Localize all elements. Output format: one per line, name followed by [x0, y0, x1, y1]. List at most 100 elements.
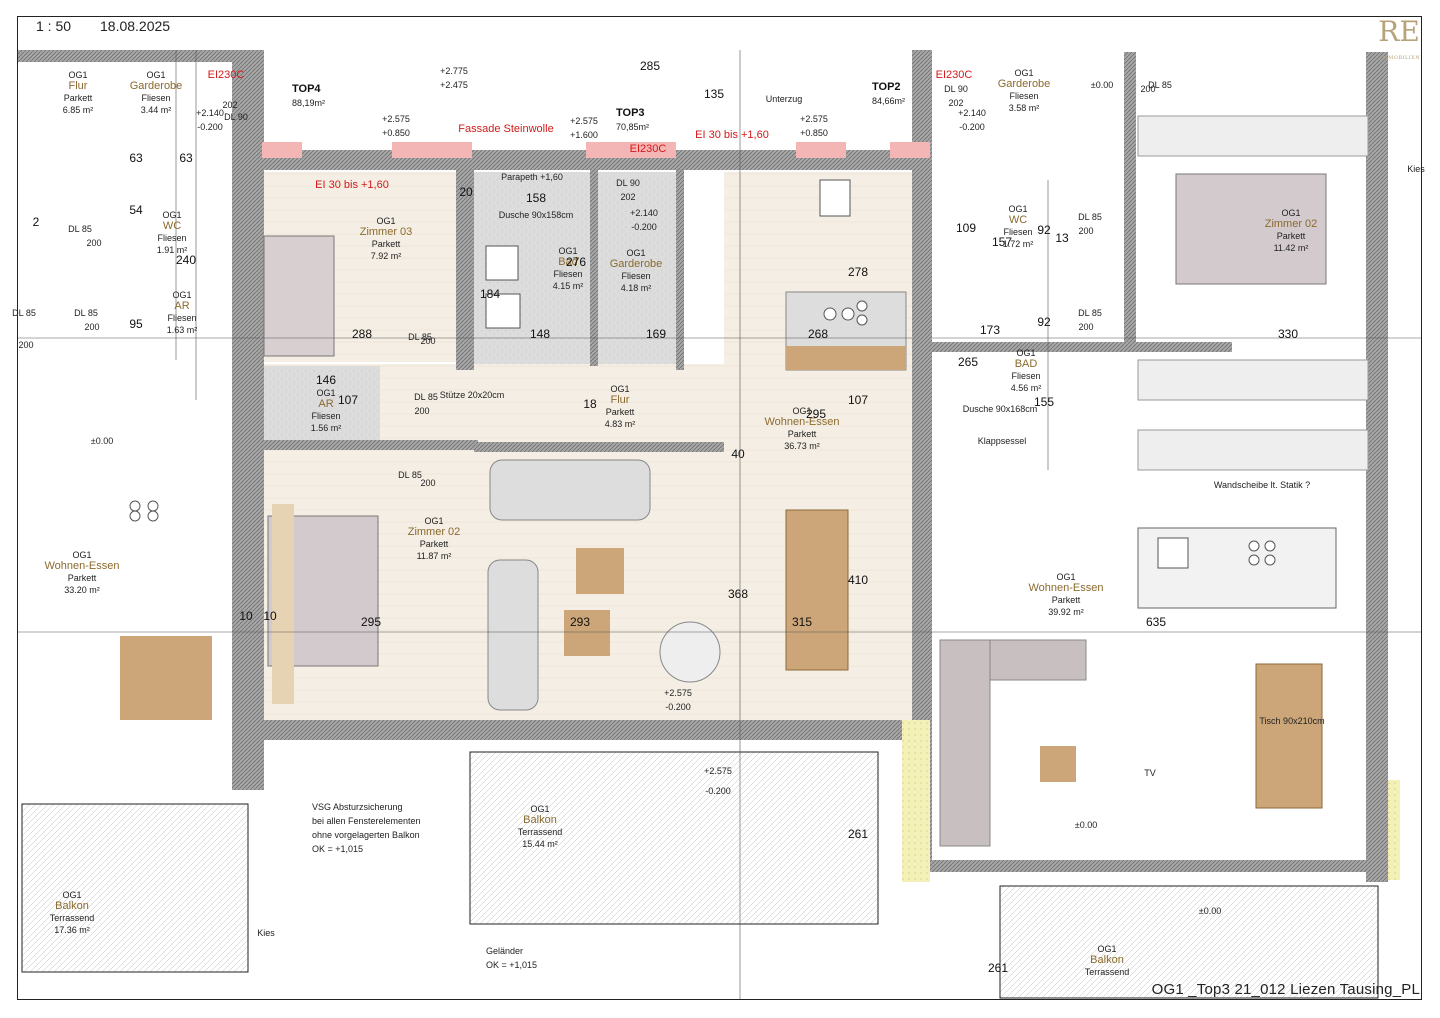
r-bad3-level: OG1 — [558, 246, 577, 256]
r-bad-r-floor: Fliesen — [1011, 371, 1040, 381]
r-bad-r-area: 4.56 m² — [1011, 383, 1042, 393]
r-wc-r-name: WC — [1009, 214, 1027, 226]
r-wohnen-r-area: 39.92 m² — [1048, 607, 1084, 617]
dim-3: 368 — [728, 587, 748, 601]
dim-24: 92 — [1037, 315, 1051, 329]
dim-13: 146 — [316, 373, 336, 387]
unit-area-1: 70,85m² — [616, 122, 649, 132]
r-wc-l-level: OG1 — [162, 210, 181, 220]
fixtures — [129, 179, 1276, 569]
r-wohnen-l-name: Wohnen-Essen — [44, 560, 119, 572]
r-ar3-level: OG1 — [316, 388, 335, 398]
door-9: 200 — [414, 406, 429, 416]
dim-38: 40 — [731, 447, 745, 461]
door-6: DL 85 — [74, 308, 98, 318]
level-1: ±0.00 — [1091, 80, 1113, 90]
door-4: DL 85 — [68, 224, 92, 234]
r-wohnen-r-name: Wohnen-Essen — [1028, 582, 1103, 594]
unit-name-1: TOP3 — [616, 107, 645, 119]
dim-12: 268 — [808, 327, 828, 341]
r-wc-r-floor: Fliesen — [1003, 227, 1032, 237]
door-23: 202 — [620, 192, 635, 202]
r-ar3-name: AR — [318, 398, 333, 410]
dim-15: 107 — [848, 393, 868, 407]
r-zimmer02-r-floor: Parkett — [1277, 231, 1306, 241]
r-wc-l-floor: Fliesen — [157, 233, 186, 243]
r-flur3-level: OG1 — [610, 384, 629, 394]
unit-name-0: TOP4 — [292, 83, 321, 95]
r-wohnen3-area: 36.73 m² — [784, 441, 820, 451]
r-ar-l-name: AR — [174, 300, 189, 312]
r-zimmer03-area: 7.92 m² — [371, 251, 402, 261]
dim-11: 169 — [646, 327, 666, 341]
r-zimmer02-3-level: OG1 — [424, 516, 443, 526]
r-wc-l-name: WC — [163, 220, 181, 232]
insulation — [902, 720, 1400, 882]
r-garderobe-r-floor: Fliesen — [1009, 91, 1038, 101]
dim-30: 240 — [176, 253, 196, 267]
dim-1: 293 — [570, 615, 590, 629]
parapeth-label: Parapeth +1,60 — [501, 172, 563, 182]
dim-0: 295 — [361, 615, 381, 629]
dim-21: 265 — [958, 355, 978, 369]
r-bad3-name: Bad — [558, 256, 578, 268]
dim-27: 54 — [129, 203, 143, 217]
unit-area-0: 88,19m² — [292, 98, 325, 108]
r-balkon-r-floor: Terrassend — [1085, 967, 1130, 977]
r-garderobe-l-level: OG1 — [146, 70, 165, 80]
level-8: +2.140 — [196, 108, 224, 118]
r-balkon3-floor: Terrassend — [518, 827, 563, 837]
dim-40: 10 — [263, 609, 277, 623]
r-wc-r-level: OG1 — [1008, 204, 1027, 214]
r-zimmer03-floor: Parkett — [372, 239, 401, 249]
level-19: -0.200 — [959, 122, 985, 132]
level-15: +0.850 — [800, 128, 828, 138]
door-16: DL 85 — [12, 308, 36, 318]
r-flur-l-name: Flur — [69, 80, 88, 92]
date-label: 18.08.2025 — [100, 18, 171, 34]
door-22: DL 90 — [616, 178, 640, 188]
scale-label: 1 : 50 — [36, 18, 72, 34]
dim-37: 10 — [239, 609, 253, 623]
level-12: +2.575 — [570, 116, 598, 126]
level-13: +1.600 — [570, 130, 598, 140]
walls — [18, 50, 1390, 882]
r-flur-l-floor: Parkett — [64, 93, 93, 103]
door-12: DL 85 — [1078, 308, 1102, 318]
fire-label-2: EI230C — [936, 69, 973, 81]
unterzug-label: Unterzug — [766, 94, 803, 104]
fire-walls — [262, 142, 930, 158]
furniture — [120, 115, 1369, 847]
dim-8: 158 — [526, 191, 546, 205]
r-wohnen-l-level: OG1 — [72, 550, 91, 560]
dim-18: 330 — [1278, 327, 1298, 341]
r-balkon-l-area: 17.36 m² — [54, 925, 90, 935]
dim-34: 261 — [988, 961, 1008, 975]
door-19: 200 — [420, 336, 435, 346]
dim-29: 63 — [179, 151, 193, 165]
dim-41: 2 — [33, 215, 40, 229]
r-zimmer02-r-level: OG1 — [1281, 208, 1300, 218]
r-bad3-floor: Fliesen — [553, 269, 582, 279]
logo-sub: IMMOBILIEN — [1380, 55, 1421, 61]
door-18: DL 85 — [408, 332, 432, 342]
dim-28: 63 — [129, 151, 143, 165]
door-8: DL 85 — [414, 392, 438, 402]
door-2: DL 90 — [944, 84, 968, 94]
balconies — [21, 751, 1379, 999]
r-wohnen-l-area: 33.20 m² — [64, 585, 100, 595]
dimension-lines — [18, 50, 1422, 1000]
r-wc-l-area: 1.91 m² — [157, 245, 188, 255]
r-flur3-name: Flur — [611, 394, 630, 406]
r-wohnen3-level: OG1 — [792, 406, 811, 416]
r-zimmer02-r-name: Zimmer 02 — [1265, 218, 1318, 230]
r-zimmer03-level: OG1 — [376, 216, 395, 226]
r-wohnen3-name: Wohnen-Essen — [764, 416, 839, 428]
r-garderobe-l-area: 3.44 m² — [141, 105, 172, 115]
level-10: +2.575 — [382, 114, 410, 124]
r-flur3-floor: Parkett — [606, 407, 635, 417]
dim-20: 173 — [980, 323, 1000, 337]
